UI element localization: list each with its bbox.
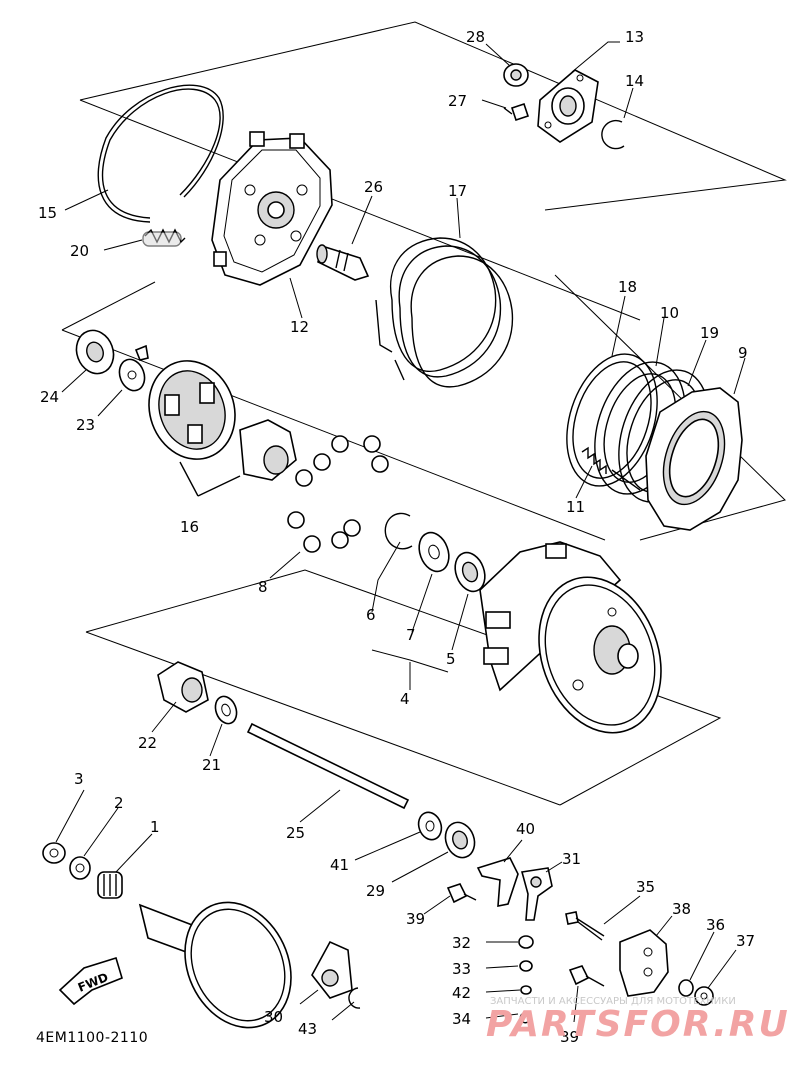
watermark-logo: PARTSFOR.RU bbox=[486, 1004, 790, 1045]
callout-36: 36 bbox=[706, 916, 725, 934]
part-36-washer bbox=[678, 979, 694, 997]
part-3-nut bbox=[42, 842, 66, 864]
callout-38: 38 bbox=[672, 900, 691, 918]
part-33-washer bbox=[519, 960, 533, 972]
part-26-push-rod bbox=[316, 244, 370, 281]
part-4-clutch-housing bbox=[479, 541, 662, 734]
part-17-friction-plates bbox=[375, 237, 514, 388]
part-34-circlip bbox=[519, 1013, 532, 1024]
callout-4: 4 bbox=[400, 690, 410, 708]
part-13-bearing-housing bbox=[537, 69, 599, 143]
callout-37: 37 bbox=[736, 932, 755, 950]
part-31-lever-arm bbox=[520, 867, 553, 921]
callout-17: 17 bbox=[448, 182, 467, 200]
callout-28: 28 bbox=[466, 28, 485, 46]
callout-27: 27 bbox=[448, 92, 467, 110]
callout-42: 42 bbox=[452, 984, 471, 1002]
callout-7: 7 bbox=[406, 626, 416, 644]
callout-21: 21 bbox=[202, 756, 221, 774]
callout-35: 35 bbox=[636, 878, 655, 896]
part-28-nut bbox=[503, 63, 529, 87]
callout-19: 19 bbox=[700, 324, 719, 342]
callout-13: 13 bbox=[625, 28, 644, 46]
part-12-pressure-plate bbox=[211, 131, 333, 286]
callout-20: 20 bbox=[70, 242, 89, 260]
callout-41: 41 bbox=[330, 856, 349, 874]
callout-9: 9 bbox=[738, 344, 748, 362]
part-29-oil-seal bbox=[444, 821, 476, 859]
callout-23: 23 bbox=[76, 416, 95, 434]
callout-39-upper: 39 bbox=[406, 910, 425, 928]
callout-2: 2 bbox=[114, 794, 124, 812]
callout-40: 40 bbox=[516, 820, 535, 838]
callout-24: 24 bbox=[40, 388, 59, 406]
part-39-bolt-lower bbox=[568, 965, 605, 987]
callout-12: 12 bbox=[290, 318, 309, 336]
part-41-washer bbox=[417, 811, 443, 841]
part-2-washer bbox=[69, 856, 91, 880]
callout-11: 11 bbox=[566, 498, 585, 516]
part-27-screw bbox=[503, 102, 530, 122]
callout-43: 43 bbox=[298, 1020, 317, 1038]
part-14-circlip bbox=[601, 119, 625, 150]
callout-numbers: 28 13 14 27 15 20 12 26 17 18 10 19 9 11… bbox=[38, 28, 755, 1046]
fwd-arrow-icon: FWD bbox=[58, 956, 123, 1006]
leader-lines bbox=[55, 41, 746, 1023]
callout-10: 10 bbox=[660, 304, 679, 322]
part-30-lever bbox=[311, 940, 353, 999]
part-18-friction-plate bbox=[566, 353, 658, 487]
callout-25: 25 bbox=[286, 824, 305, 842]
part-16-clutch-boss bbox=[148, 360, 297, 497]
callout-29: 29 bbox=[366, 882, 385, 900]
callout-39-lower: 39 bbox=[560, 1028, 579, 1046]
part-21-washer bbox=[214, 695, 238, 725]
part-9-pressure-plate bbox=[645, 387, 743, 531]
callout-18: 18 bbox=[618, 278, 637, 296]
part-24-bearing bbox=[75, 329, 115, 375]
callout-6: 6 bbox=[366, 606, 376, 624]
callout-1: 1 bbox=[150, 818, 160, 836]
part-38-bracket bbox=[619, 929, 669, 997]
part-1-bearing bbox=[97, 871, 123, 899]
watermark-tagline: ЗАПЧАСТИ И АКСЕССУАРЫ ДЛЯ МОТОТЕХНИКИ bbox=[490, 996, 736, 1007]
callout-34: 34 bbox=[452, 1010, 471, 1028]
part-39-bolt bbox=[446, 883, 477, 904]
callout-3: 3 bbox=[74, 770, 84, 788]
callout-14: 14 bbox=[625, 72, 644, 90]
part-20-spring bbox=[142, 228, 186, 247]
callout-8: 8 bbox=[258, 578, 268, 596]
part-42-washer bbox=[520, 985, 532, 995]
callout-33: 33 bbox=[452, 960, 471, 978]
drawing-code: 4EM1100-2110 bbox=[36, 1030, 148, 1046]
part-11-spring-bolt bbox=[581, 446, 641, 491]
part-37-nut bbox=[694, 986, 714, 1006]
callout-26: 26 bbox=[364, 178, 383, 196]
callout-16: 16 bbox=[180, 518, 199, 536]
part-5-bearing bbox=[454, 551, 486, 593]
callout-32: 32 bbox=[452, 934, 471, 952]
part-32-washer bbox=[518, 935, 534, 949]
part-15-wire-ring bbox=[97, 84, 224, 223]
callout-30: 30 bbox=[264, 1008, 283, 1026]
main-axle-gear bbox=[138, 901, 292, 1029]
watermark: ЗАПЧАСТИ И АКСЕССУАРЫ ДЛЯ МОТОТЕХНИКИ PA… bbox=[486, 996, 790, 1045]
part-40-lever bbox=[476, 857, 519, 907]
part-43-circlip bbox=[348, 987, 361, 1009]
callout-31: 31 bbox=[562, 850, 581, 868]
callout-15: 15 bbox=[38, 204, 57, 222]
part-6-circlip bbox=[384, 512, 413, 550]
part-8-balls bbox=[287, 435, 389, 553]
part-35-bolt bbox=[565, 911, 605, 941]
part-7-washer bbox=[418, 531, 450, 573]
callout-5: 5 bbox=[446, 650, 456, 668]
callout-22: 22 bbox=[138, 734, 157, 752]
part-23-lock-washer bbox=[118, 344, 149, 392]
part-22-push-lever-cam bbox=[157, 661, 209, 713]
part-25-push-rod bbox=[246, 722, 410, 810]
